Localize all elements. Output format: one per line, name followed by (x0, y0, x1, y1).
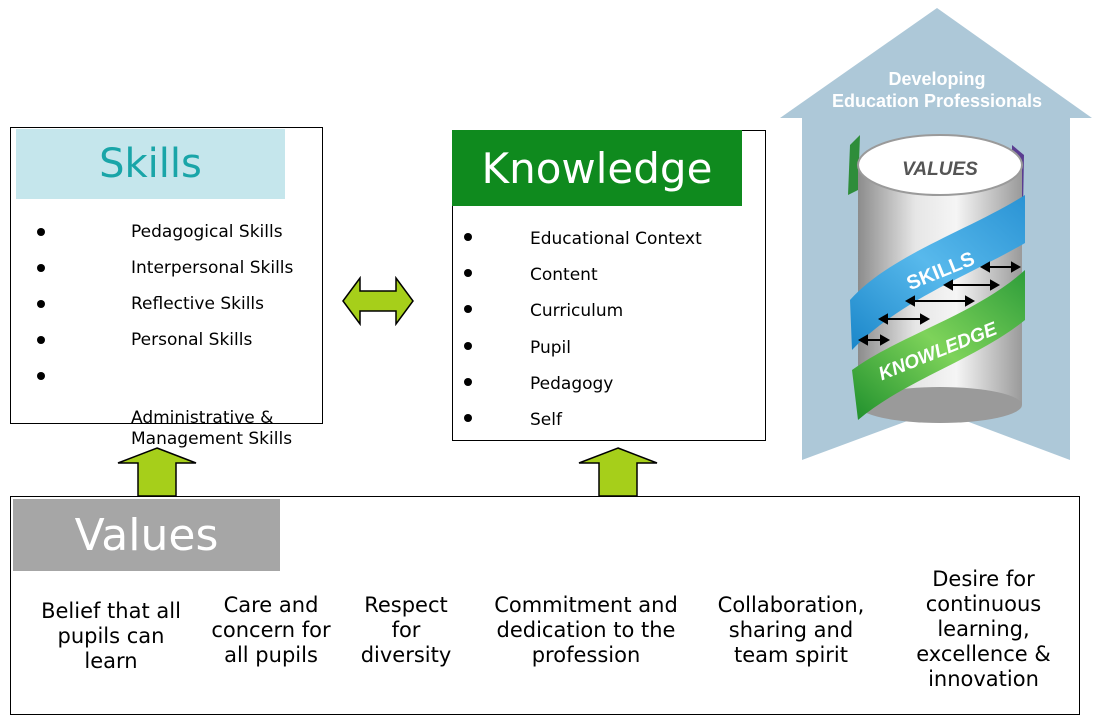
values-item: Desire for continuous learning, excellen… (916, 567, 1051, 691)
bullet (464, 233, 472, 241)
bullet (464, 342, 472, 350)
skills-header: Skills (16, 129, 285, 199)
knowledge-list: Educational Context Content Curriculum P… (453, 131, 763, 431)
bullet (464, 414, 472, 422)
knowledge-item: Pedagogy (464, 374, 613, 395)
skills-item: Personal Skills (37, 330, 252, 351)
double-arrow-icon (342, 276, 414, 326)
link-arrows (857, 261, 1022, 346)
arrow-title-line1: Developing (888, 69, 985, 89)
bullet (37, 336, 45, 344)
skills-list: Pedagogical Skills Interpersonal Skills … (11, 128, 321, 449)
skills-title: Skills (99, 141, 202, 187)
up-arrow-icon (578, 447, 658, 497)
knowledge-item: Self (464, 410, 562, 431)
bullet (37, 300, 45, 308)
cylinder-bottom (858, 387, 1022, 423)
arrow-title-line2: Education Professionals (832, 91, 1042, 111)
skills-box: Skills Pedagogical Skills Interpersonal … (10, 127, 323, 449)
up-arrow-icon (117, 447, 197, 497)
knowledge-item: Pupil (464, 338, 571, 359)
knowledge-item: Educational Context (464, 229, 702, 250)
values-item: Belief that all pupils can learn (41, 599, 181, 673)
values-item: Care and concern for all pupils (211, 593, 331, 667)
ribbon-back (848, 135, 860, 195)
skills-item: Interpersonal Skills (37, 258, 293, 279)
values-item: Respect for diversity (360, 593, 452, 667)
knowledge-item: Curriculum (464, 301, 623, 322)
bullet (464, 269, 472, 277)
skills-ribbon (850, 195, 1025, 350)
bullet (464, 378, 472, 386)
bullet (464, 305, 472, 313)
values-item: Commitment and dedication to the profess… (494, 593, 678, 667)
bullet (37, 372, 45, 380)
education-model-graphic: Developing Education Professionals VALUE… (780, 8, 1092, 460)
skills-item: Administrative & Management Skills (37, 366, 321, 450)
values-box: Values Belief that all pupils can learn … (10, 496, 1080, 715)
values-title: Values (74, 509, 219, 561)
cylinder-top (857, 134, 1023, 196)
skills-item: Reflective Skills (37, 294, 264, 315)
skills-item: Pedagogical Skills (37, 222, 283, 243)
knowledge-ribbon (852, 270, 1025, 420)
knowledge-header: Knowledge (452, 130, 742, 206)
values-header: Values (13, 499, 280, 571)
bullet (37, 264, 45, 272)
knowledge-title: Knowledge (481, 143, 713, 193)
bullet (37, 228, 45, 236)
knowledge-item: Content (464, 265, 598, 286)
knowledge-box: Knowledge Educational Context Content Cu… (452, 130, 766, 441)
values-item: Collaboration, sharing and team spirit (717, 593, 865, 667)
cylinder-label: VALUES (902, 159, 978, 180)
